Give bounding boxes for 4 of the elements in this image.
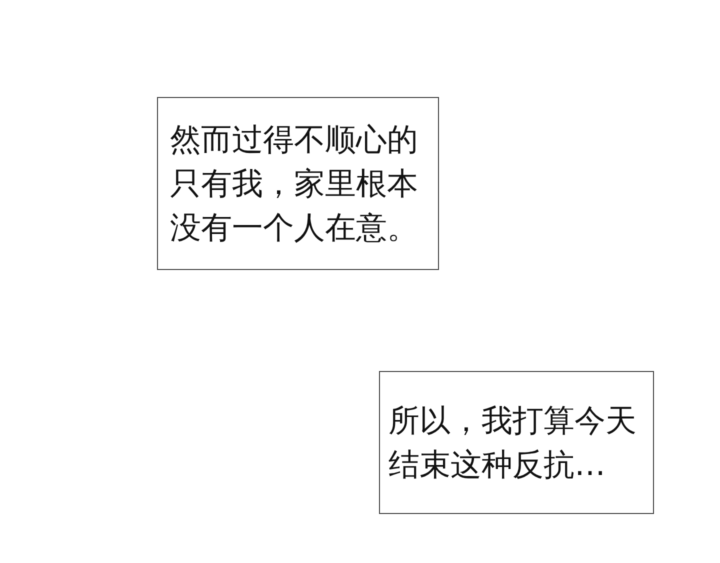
caption-box	[379, 371, 654, 514]
caption-text: 然而过得不顺心的只有我，家里根本没有一个人在意。	[170, 120, 419, 248]
caption-text: 所以，我打算今天结束这种反抗…	[388, 402, 638, 484]
caption-box	[157, 97, 439, 270]
